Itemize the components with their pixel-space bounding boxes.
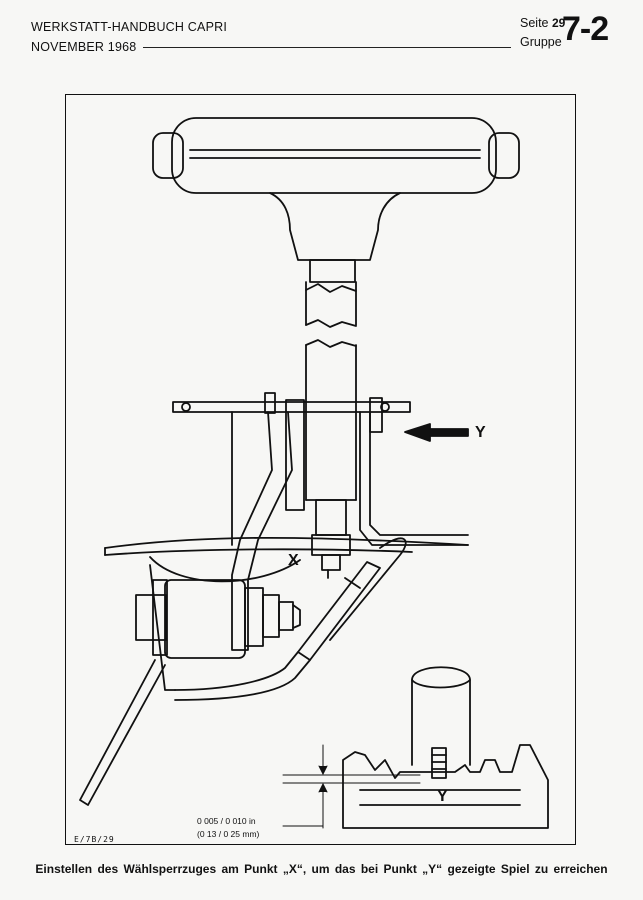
group-label: Gruppe — [520, 35, 562, 49]
page-number: 29 — [551, 16, 566, 30]
manual-title: WERKSTATT-HANDBUCH CAPRI — [31, 20, 228, 34]
upper-shaft — [305, 281, 357, 328]
dimension-mm: (0 13 / 0 25 mm) — [197, 829, 260, 839]
dimension-inches: 0 005 / 0 010 in — [197, 816, 256, 826]
header-right: Seite 29 Gruppe — [520, 14, 565, 52]
dimension-note: 0 005 / 0 010 in (0 13 / 0 25 mm) — [197, 815, 259, 841]
header-date: NOVEMBER 1968 — [31, 40, 137, 54]
solenoid-unit — [135, 579, 301, 659]
arrow-y — [404, 423, 469, 442]
left-rod — [79, 564, 176, 806]
section-number: 7-2 — [562, 10, 609, 48]
selector-arm — [231, 399, 305, 651]
bracket-plate — [172, 392, 469, 546]
label-x: X — [288, 552, 299, 569]
base-dish — [104, 536, 469, 583]
detail-y — [282, 666, 549, 829]
selector-cable — [174, 537, 407, 701]
figure-frame — [65, 94, 576, 845]
figure-caption: Einstellen des Wählsperrzuges am Punkt „… — [35, 862, 608, 876]
lower-shaft — [305, 339, 357, 579]
page-label: Seite — [520, 16, 549, 30]
header-rule — [143, 47, 511, 48]
label-y-detail: Y — [437, 788, 448, 805]
label-y-arrow: Y — [475, 424, 486, 441]
figure-reference: E/7B/29 — [74, 835, 115, 844]
header-left: WERKSTATT-HANDBUCH CAPRI NOVEMBER 1968 — [31, 17, 227, 57]
t-handle — [152, 117, 520, 283]
